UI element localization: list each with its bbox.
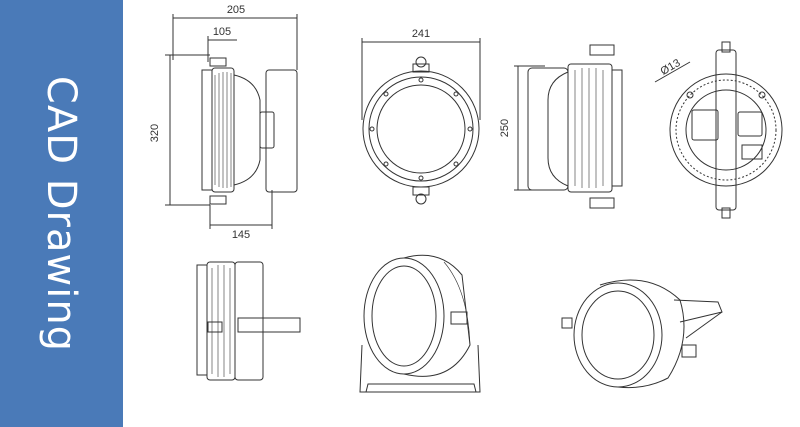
dim-base-width: 145 [232,229,250,241]
dim-bracket-offset: 105 [213,26,231,38]
dim-height: 320 [149,124,161,142]
dim-hole: Ø13 [658,57,682,78]
side-view-2 [514,44,623,209]
side-view-dimensioned [165,14,298,229]
perspective-view-front [359,254,481,393]
sidebar-panel: CAD Drawing [0,0,123,427]
dim-total-width: 205 [227,4,245,16]
perspective-view-bracket [561,279,723,389]
front-view [361,38,481,205]
back-view [654,41,783,219]
dim-side-height: 250 [499,119,511,137]
side-view-bracket [196,261,301,381]
dim-diameter: 241 [412,28,430,40]
